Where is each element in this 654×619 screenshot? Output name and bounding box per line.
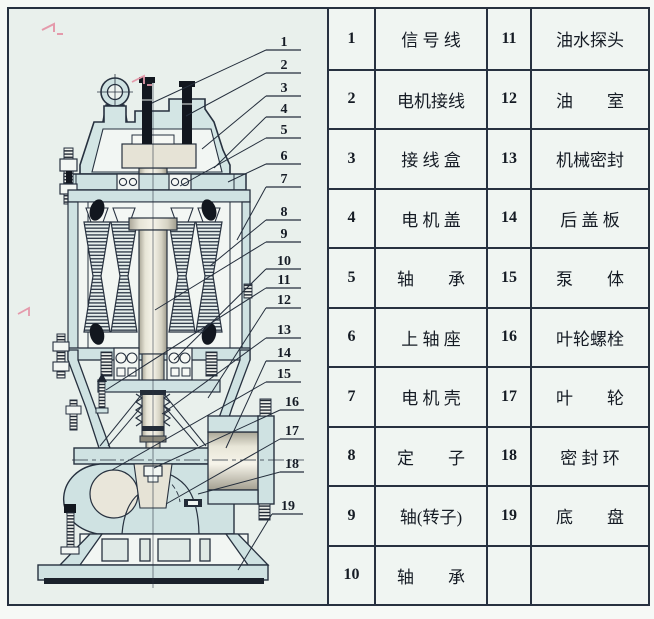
part-name-cell: 接 线 盒 bbox=[374, 130, 486, 188]
part-name-cell: 底 盘 bbox=[530, 487, 648, 545]
callout-number: 9 bbox=[281, 227, 288, 242]
table-row: 4 电 机 盖 14 后 盖 板 bbox=[329, 187, 648, 247]
callout-number: 17 bbox=[285, 424, 299, 439]
power-cables bbox=[139, 77, 195, 144]
pump-diagram-panel: 1 2 3 4 5 6 7 8 9 10 11 12 13 14 15 16 1 bbox=[9, 9, 327, 604]
lower-bearing bbox=[97, 347, 221, 393]
content-frame: 1 2 3 4 5 6 7 8 9 10 11 12 13 14 15 16 1 bbox=[7, 7, 650, 606]
callout-number: 8 bbox=[281, 205, 288, 220]
table-row: 2 电机接线 12 油 室 bbox=[329, 68, 648, 128]
table-row: 6 上 轴 座 16 叶轮螺栓 bbox=[329, 306, 648, 366]
callout-number: 18 bbox=[285, 457, 299, 472]
parts-table: 1 信 号 线 11 油水探头 2 电机接线 12 油 室 3 接 线 盒 13… bbox=[327, 9, 648, 604]
oil-water-probe bbox=[95, 373, 109, 414]
part-number-cell: 12 bbox=[486, 70, 530, 128]
part-name-cell: 电 机 盖 bbox=[374, 189, 486, 247]
callout-number: 6 bbox=[281, 149, 288, 164]
part-number-cell: 10 bbox=[329, 546, 374, 604]
stator bbox=[83, 199, 223, 345]
base-bolt bbox=[60, 504, 80, 555]
callout-number: 5 bbox=[281, 123, 288, 138]
part-name-cell: 轴 承 bbox=[374, 249, 486, 307]
callout-number: 19 bbox=[281, 499, 295, 514]
part-name-cell: 轴(转子) bbox=[374, 487, 486, 545]
callout-number: 11 bbox=[277, 273, 290, 288]
callout-number: 4 bbox=[281, 102, 288, 117]
part-name-cell: 上 轴 座 bbox=[374, 308, 486, 366]
part-number-cell: 6 bbox=[329, 308, 374, 366]
seal-ring bbox=[184, 499, 202, 507]
part-name-cell bbox=[530, 546, 648, 604]
part-number-cell: 17 bbox=[486, 368, 530, 426]
callout-number: 14 bbox=[277, 346, 291, 361]
part-name-cell: 叶 轮 bbox=[530, 368, 648, 426]
table-row: 7 电 机 壳 17 叶 轮 bbox=[329, 366, 648, 426]
upper-bearing-seat bbox=[63, 173, 247, 191]
part-name-cell: 密 封 环 bbox=[530, 427, 648, 485]
callout-numbers: 1 2 3 4 5 6 7 8 9 10 11 12 13 14 15 16 1 bbox=[277, 35, 299, 514]
table-row: 10 轴 承 bbox=[329, 544, 648, 604]
callout-number: 12 bbox=[277, 293, 291, 308]
part-number-cell: 8 bbox=[329, 427, 374, 485]
part-name-cell: 后 盖 板 bbox=[530, 189, 648, 247]
part-number-cell: 4 bbox=[329, 189, 374, 247]
part-name-cell: 电 机 壳 bbox=[374, 368, 486, 426]
part-number-cell: 1 bbox=[329, 9, 374, 69]
part-number-cell: 2 bbox=[329, 70, 374, 128]
callout-number: 16 bbox=[285, 395, 299, 410]
part-number-cell: 19 bbox=[486, 487, 530, 545]
discharge-flange bbox=[72, 398, 304, 521]
part-name-cell: 定 子 bbox=[374, 427, 486, 485]
part-name-cell: 机械密封 bbox=[530, 130, 648, 188]
side-bolt-middle bbox=[52, 333, 70, 379]
table-row: 3 接 线 盒 13 机械密封 bbox=[329, 128, 648, 188]
part-number-cell: 16 bbox=[486, 308, 530, 366]
part-number-cell: 14 bbox=[486, 189, 530, 247]
table-row: 8 定 子 18 密 封 环 bbox=[329, 425, 648, 485]
part-number-cell: 13 bbox=[486, 130, 530, 188]
base-stand bbox=[37, 504, 270, 584]
side-bolt-lower bbox=[65, 399, 82, 431]
part-number-cell: 9 bbox=[329, 487, 374, 545]
part-number-cell: 11 bbox=[486, 9, 530, 69]
callout-number: 15 bbox=[277, 367, 291, 382]
part-number-cell bbox=[486, 546, 530, 604]
callout-number: 2 bbox=[281, 58, 288, 73]
part-number-cell: 5 bbox=[329, 249, 374, 307]
part-name-cell: 油 室 bbox=[530, 70, 648, 128]
part-name-cell: 电机接线 bbox=[374, 70, 486, 128]
callout-number: 7 bbox=[281, 172, 288, 187]
callout-number: 1 bbox=[281, 35, 288, 50]
callout-number: 10 bbox=[277, 254, 291, 269]
part-name-cell: 叶轮螺栓 bbox=[530, 308, 648, 366]
part-number-cell: 15 bbox=[486, 249, 530, 307]
part-number-cell: 18 bbox=[486, 427, 530, 485]
part-name-cell: 泵 体 bbox=[530, 249, 648, 307]
part-number-cell: 7 bbox=[329, 368, 374, 426]
callout-number: 13 bbox=[277, 323, 291, 338]
pump-cross-section-diagram: 1 2 3 4 5 6 7 8 9 10 11 12 13 14 15 16 1 bbox=[9, 9, 327, 604]
part-number-cell: 3 bbox=[329, 130, 374, 188]
table-row: 5 轴 承 15 泵 体 bbox=[329, 247, 648, 307]
scan-artifact-marks bbox=[17, 22, 152, 316]
part-name-cell: 信 号 线 bbox=[374, 9, 486, 69]
table-row: 1 信 号 线 11 油水探头 bbox=[329, 9, 648, 69]
table-row: 9 轴(转子) 19 底 盘 bbox=[329, 485, 648, 545]
part-name-cell: 油水探头 bbox=[530, 9, 648, 69]
callout-number: 3 bbox=[281, 81, 288, 96]
part-name-cell: 轴 承 bbox=[374, 546, 486, 604]
callout-leaders bbox=[105, 49, 304, 571]
